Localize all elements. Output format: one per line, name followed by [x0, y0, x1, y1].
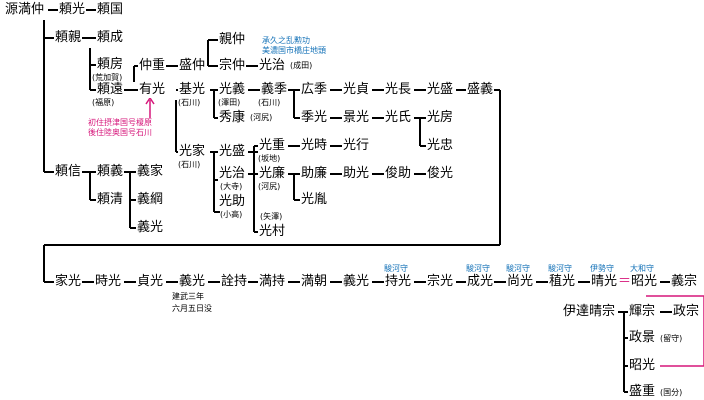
- name-yorinari: 頼成: [96, 30, 125, 46]
- name-naomitsu: 尚光: [506, 274, 535, 290]
- name-minamoto-mitsunaka: 源満仲: [4, 2, 46, 18]
- name-yorimitsu: 頼光: [58, 2, 87, 18]
- name-mitsuuji: 光氏: [384, 110, 413, 126]
- name-toshimitsu: 俊光: [426, 166, 455, 182]
- name-tokimitsu: 時光: [94, 274, 123, 290]
- name-mitsumori-2: 光盛: [218, 144, 247, 160]
- note-odera: (大寺): [220, 182, 243, 191]
- title-harumitsu: 伊勢守: [590, 264, 614, 273]
- name-masamune: 政宗: [672, 304, 701, 320]
- name-narimitsu: 成光: [466, 274, 495, 290]
- name-chikanaka: 親仲: [218, 32, 247, 48]
- note-narita: (成田): [290, 61, 313, 70]
- name-hiroki: 広季: [300, 82, 329, 98]
- title-narimitsu: 駿河守: [466, 264, 490, 273]
- note-itachi: (坂地): [258, 154, 281, 163]
- name-suemitsu: 季光: [300, 110, 329, 126]
- name-yoshimitsu-2: 義光: [342, 274, 371, 290]
- note-ishikawa-1: (石川): [178, 98, 201, 107]
- note-arimitsu-2: 後住陸奥国号石川: [88, 128, 152, 137]
- note-sawada: (澤田): [218, 98, 241, 107]
- equal-sign: ＝: [618, 274, 632, 289]
- note-arakaga: (荒加賀): [92, 73, 123, 82]
- name-mitsutada: 光忠: [426, 138, 455, 154]
- name-mitsuie: 光家: [178, 144, 207, 160]
- name-yorifusa: 頼房: [96, 57, 125, 73]
- name-munemitsu: 宗光: [426, 274, 455, 290]
- name-masakage: 政景: [628, 330, 657, 346]
- name-mitsumura: 光村: [258, 224, 287, 240]
- name-motomitsu: 基光: [178, 82, 207, 98]
- note-kenmu-2: 六月五日没: [172, 304, 212, 313]
- name-mitsumori: 光盛: [426, 82, 455, 98]
- title-naomitsu: 駿河守: [506, 264, 530, 273]
- note-arimitsu-1: 初住摂津国号榎原: [88, 118, 152, 127]
- note-yazawa: (矢澤): [260, 212, 283, 221]
- name-yoshisue: 義季: [260, 82, 289, 98]
- name-yorinori: 頼義: [96, 164, 125, 180]
- name-morishige: 盛重: [628, 384, 657, 400]
- name-arimitsu: 有光: [138, 82, 167, 98]
- title-mochimitsu: 駿河守: [384, 264, 408, 273]
- name-yoshimune: 義宗: [670, 274, 699, 290]
- name-terumune: 輝宗: [628, 304, 657, 320]
- note-fukuhara: (福原): [92, 98, 115, 107]
- name-yoshiie: 義家: [136, 164, 165, 180]
- name-hideyasu: 秀康: [218, 110, 247, 126]
- name-mitsunaga: 光長: [384, 82, 413, 98]
- name-toshisuke: 俊助: [384, 166, 413, 182]
- name-mitsuharu-b: 光治: [218, 166, 247, 182]
- name-yorikuni: 頼国: [96, 2, 125, 18]
- name-akimitsu-2: 昭光: [628, 358, 657, 374]
- name-mochimitsu: 持光: [384, 274, 413, 290]
- name-mitsutomo: 満朝: [300, 274, 329, 290]
- name-sukekado: 助廉: [300, 166, 329, 182]
- title-akimitsu: 大和守: [630, 264, 654, 273]
- note-jokyu: 承久之乱勲功: [262, 36, 310, 45]
- note-kotaka: (小高): [220, 210, 243, 219]
- name-norimochi: 詮持: [220, 274, 249, 290]
- name-yoshimitsu-top: 義光: [136, 220, 165, 236]
- magenta-lines: [145, 96, 704, 367]
- name-mitsutane: 光胤: [300, 192, 329, 208]
- name-mitsuharu-a: 光治: [258, 58, 287, 74]
- name-mitsuyuki: 光行: [342, 138, 371, 154]
- note-mino: 美濃国市橋庄地頭: [262, 46, 326, 55]
- name-mitsufusa: 光房: [426, 110, 455, 126]
- note-ishikawa-3: (石川): [178, 160, 201, 169]
- name-mitsumochi: 満持: [258, 274, 287, 290]
- name-mitsukado: 光廉: [258, 166, 287, 182]
- name-sadamitsu: 貞光: [136, 274, 165, 290]
- name-yoshitsuna: 義綱: [136, 192, 165, 208]
- name-iemitsu: 家光: [54, 274, 83, 290]
- name-yorito: 頼遠: [96, 82, 125, 98]
- name-kagemitsu: 景光: [342, 110, 371, 126]
- name-munenaka: 宗仲: [218, 58, 247, 74]
- note-rusu: (留守): [660, 334, 683, 343]
- name-mitsusuke: 光助: [218, 194, 247, 210]
- name-moriyoshi: 盛義: [466, 82, 495, 98]
- name-yoshimitsu: 義光: [178, 274, 207, 290]
- name-sukemitsu: 助光: [342, 166, 371, 182]
- note-kenmu-1: 建武三年: [172, 292, 204, 301]
- name-yorichika: 頼親: [54, 30, 83, 46]
- name-yorinobu: 頼信: [54, 164, 83, 180]
- name-nakashige: 仲重: [138, 58, 167, 74]
- note-kawajiri-1: (河尻): [250, 113, 273, 122]
- name-harumitsu: 晴光: [590, 274, 619, 290]
- name-morinaka: 盛仲: [178, 58, 207, 74]
- title-tanemitsu: 駿河守: [548, 264, 572, 273]
- note-kokubun: (国分): [660, 388, 683, 397]
- name-date-harumune: 伊達晴宗: [562, 304, 617, 320]
- note-ishikawa-2: (石川): [258, 98, 281, 107]
- name-yoritsuna-k: 頼清: [96, 192, 125, 208]
- name-mitsuyoshi: 光義: [218, 82, 247, 98]
- name-tanemitsu: 稙光: [548, 274, 577, 290]
- note-kawajiri-2: (河尻): [258, 182, 281, 191]
- name-mitsutoki: 光時: [300, 138, 329, 154]
- name-mitsushige: 光重: [258, 138, 287, 154]
- name-mitsusada: 光貞: [342, 82, 371, 98]
- name-akimitsu: 昭光: [630, 274, 659, 290]
